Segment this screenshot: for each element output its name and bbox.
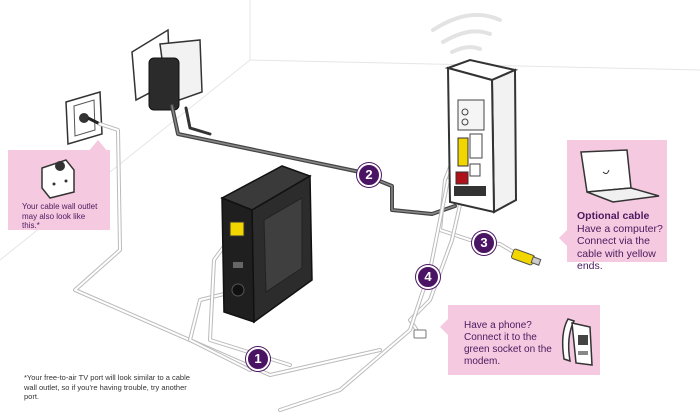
cable-wall-outlet-icon [41,159,75,199]
computer-callout-title: Optional cable [577,210,650,222]
callout-pointer [559,230,567,246]
phone-plug [413,329,427,339]
power-socket-with-adapter [131,28,203,111]
computer-callout: Optional cable Have a computer? Connect … [559,140,667,272]
step-2-badge: 2 [357,163,381,187]
step-4-badge: 4 [416,265,440,289]
wall-outlet-callout-text: Your cable wall outlet may also look lik… [22,202,98,230]
callout-pointer [88,140,108,152]
ethernet-plug-yellow [511,248,542,266]
telephone-icon [561,318,593,366]
wall-outlet-callout: Your cable wall outlet may also look lik… [8,140,110,230]
wifi-signal-icon [431,12,502,54]
computer-callout-text: Optional cable Have a computer? Connect … [577,210,669,273]
callout-pointer [440,319,448,335]
phone-callout-text: Have a phone? Connect it to the green so… [464,320,552,367]
coax-wall-outlet [65,91,103,145]
laptop-icon [580,149,660,203]
cable-modem [220,165,313,324]
footnote: *Your free-to-air TV port will look simi… [24,373,190,401]
step-1-badge: 1 [246,347,270,371]
wifi-router [444,58,519,214]
step-3-badge: 3 [472,231,496,255]
computer-callout-body: Have a computer? Connect via the cable w… [577,222,663,273]
phone-callout: Have a phone? Connect it to the green so… [440,305,600,375]
